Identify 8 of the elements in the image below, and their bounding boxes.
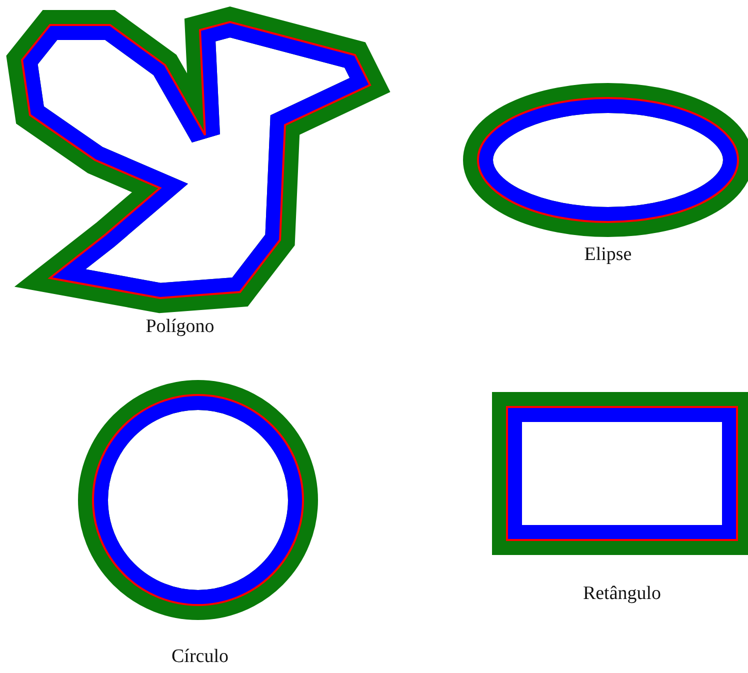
rectangle-outline (492, 392, 748, 555)
shape-caption: Polígono (146, 316, 214, 338)
shape-caption: Elipse (584, 244, 632, 266)
circle-outline (78, 380, 318, 620)
ellipse-outline (463, 83, 748, 237)
polygon-outline (6, 6, 390, 314)
shape-caption: Retângulo (582, 583, 662, 605)
shape-caption: Círculo (172, 646, 228, 668)
